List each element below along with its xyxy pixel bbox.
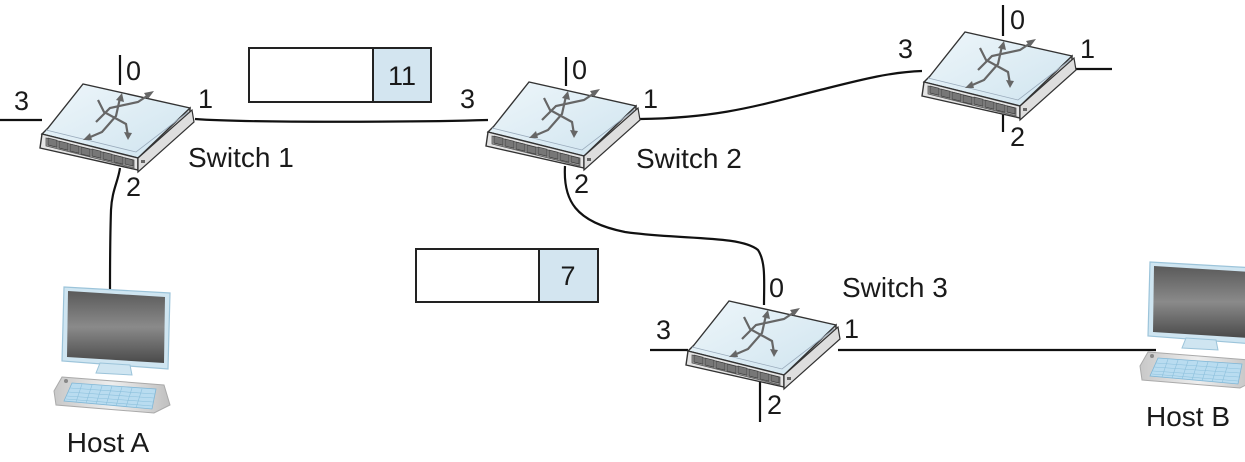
switch4-port-0-label: 0: [1010, 5, 1025, 35]
switch-icon: [38, 82, 196, 174]
switch1-port-1-label: 1: [198, 84, 213, 114]
switch-2[interactable]: 0 1 2 3 Switch 2: [460, 55, 742, 199]
switch-3[interactable]: 0 1 2 3 Switch 3: [656, 272, 948, 420]
link-switch2-switch4: [639, 69, 923, 121]
switch-icon: [920, 30, 1078, 122]
switch3-port-3-label: 3: [656, 315, 671, 345]
table-box-right-cell: [538, 248, 599, 303]
switch-1[interactable]: 0 1 2 3 Switch 1: [14, 56, 294, 202]
host-a-label: Host A: [67, 427, 150, 458]
switch3-name-label: Switch 3: [842, 272, 948, 303]
switch2-port-1-label: 1: [643, 84, 658, 114]
switch3-port-0-label: 0: [769, 273, 784, 303]
computer-icon: [53, 286, 171, 414]
host-b[interactable]: Host B: [1139, 261, 1245, 432]
switch-4[interactable]: 0 1 2 3: [898, 5, 1095, 152]
host-a[interactable]: Host A: [53, 286, 171, 458]
links: [0, 5, 1156, 422]
table-box-right-value: 11: [388, 61, 416, 91]
switch2-port-2-label: 2: [574, 169, 589, 199]
table-box-right-cell: [372, 47, 432, 103]
switch1-port-3-label: 3: [14, 86, 29, 116]
link-switch1-hostA: [108, 167, 122, 291]
link-switch2-switch3: [563, 165, 766, 306]
table-box-right-value: 7: [560, 261, 575, 291]
host-b-label: Host B: [1146, 401, 1230, 432]
switch2-port-3-label: 3: [460, 84, 475, 114]
switch4-port-1-label: 1: [1080, 34, 1095, 64]
switch1-port-2-label: 2: [126, 172, 141, 202]
table-box-1: 11: [248, 47, 432, 103]
computer-icon: [1139, 261, 1245, 389]
switch2-name-label: Switch 2: [636, 143, 742, 174]
switch1-port-0-label: 0: [126, 56, 141, 86]
switch2-port-0-label: 0: [572, 55, 587, 85]
table-box-2: 7: [415, 248, 599, 303]
link-switch1-switch2: [194, 117, 489, 123]
switch-icon: [484, 80, 642, 172]
switch3-port-1-label: 1: [844, 314, 859, 344]
table-box-left-cell: [248, 47, 374, 103]
switch4-port-3-label: 3: [898, 34, 913, 64]
table-box-left-cell: [415, 248, 540, 303]
switch3-port-2-label: 2: [767, 390, 782, 420]
switch-icon: [684, 299, 842, 391]
switch1-name-label: Switch 1: [188, 142, 294, 173]
switch4-port-2-label: 2: [1010, 122, 1025, 152]
